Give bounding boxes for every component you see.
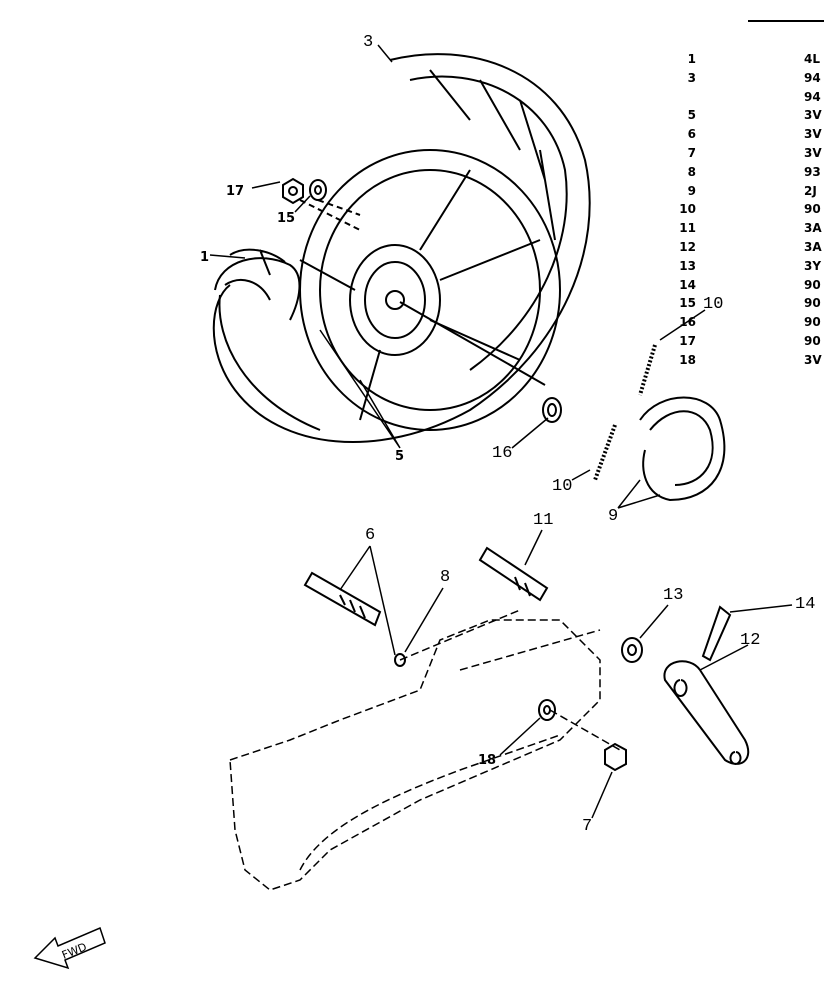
parts-list-header-rule [748, 20, 824, 22]
part-number-code: 3A [804, 240, 822, 254]
part-number-code: 94 [804, 89, 821, 104]
o-ring-8 [394, 653, 406, 667]
callout-14: 14 [795, 595, 816, 614]
callout-15: 15 [277, 211, 296, 226]
callout-3: 3 [363, 33, 374, 52]
part-number-code: 90 [804, 315, 821, 330]
part-number-code: 3V [804, 146, 822, 160]
part-ref-number: 15 [679, 296, 696, 311]
part-number-code: 93 [804, 164, 821, 179]
callout-12: 12 [740, 631, 761, 650]
part-number-code: 90 [804, 277, 821, 292]
brake-shoe-9 [639, 396, 726, 502]
callout-16: 16 [492, 444, 513, 463]
callout-10-lower: 10 [552, 477, 573, 496]
part-ref-number: 14 [679, 277, 696, 292]
nut-7 [604, 742, 627, 772]
part-ref-number: 18 [679, 352, 696, 367]
callout-10-upper: 10 [703, 295, 724, 314]
part-number-code: 90 [804, 202, 821, 217]
part-number-code: 2J [804, 183, 817, 198]
crankcase [229, 609, 621, 891]
part-number-code: 4L [804, 52, 820, 66]
part-number-code: 3Y [804, 258, 822, 273]
part-number-code: 90 [804, 334, 821, 348]
part-number-code: 3V [804, 352, 822, 367]
assembly-line [299, 199, 361, 231]
part-ref-number: 17 [679, 334, 696, 348]
tube-1 [214, 248, 301, 321]
callout-7: 7 [582, 817, 593, 836]
axle-line [399, 301, 546, 386]
part-ref-number: 5 [687, 108, 696, 123]
shaft-6 [303, 571, 382, 627]
camshaft-lever-12 [663, 660, 750, 765]
washer-15 [309, 179, 327, 201]
fwd-arrow-logo: FWD [30, 918, 110, 978]
nut-17 [282, 177, 304, 205]
washer-18 [538, 699, 556, 721]
part-ref-number: 12 [679, 240, 696, 254]
part-number-code: 3A [804, 221, 822, 236]
washer-13 [621, 637, 643, 663]
callout-1: 1 [200, 250, 210, 265]
callout-8: 8 [440, 568, 451, 587]
part-ref-number: 10 [679, 202, 696, 217]
part-number-code: 94 [804, 70, 821, 85]
part-number-code: 3V [804, 127, 822, 142]
part-number-code: 90 [804, 296, 821, 311]
callout-11: 11 [533, 511, 554, 530]
callout-6: 6 [365, 526, 376, 545]
tire [212, 53, 591, 443]
leader-lines [209, 44, 793, 819]
callout-5: 5 [395, 449, 405, 464]
spring-10-lower [593, 424, 617, 481]
part-ref-number: 3 [687, 70, 696, 85]
wheel-rim [299, 149, 561, 431]
part-ref-number: 16 [679, 315, 696, 330]
part-ref-number: 7 [687, 146, 696, 160]
part-ref-number: 1 [687, 52, 696, 66]
part-ref-number: 13 [679, 258, 696, 273]
bolt-14 [701, 605, 732, 662]
part-ref-number: 9 [687, 183, 696, 198]
part-number-code: 3V [804, 108, 822, 123]
part-ref-number: 6 [687, 127, 696, 142]
spring-10-upper [638, 344, 657, 396]
callout-9: 9 [608, 507, 619, 526]
callout-18: 18 [478, 753, 497, 768]
shaft-11 [478, 546, 549, 602]
callout-13: 13 [663, 586, 684, 605]
part-ref-number: 11 [679, 221, 696, 236]
oil-seal-16 [542, 397, 562, 423]
part-ref-number: 8 [687, 164, 696, 179]
callout-17: 17 [226, 184, 245, 199]
